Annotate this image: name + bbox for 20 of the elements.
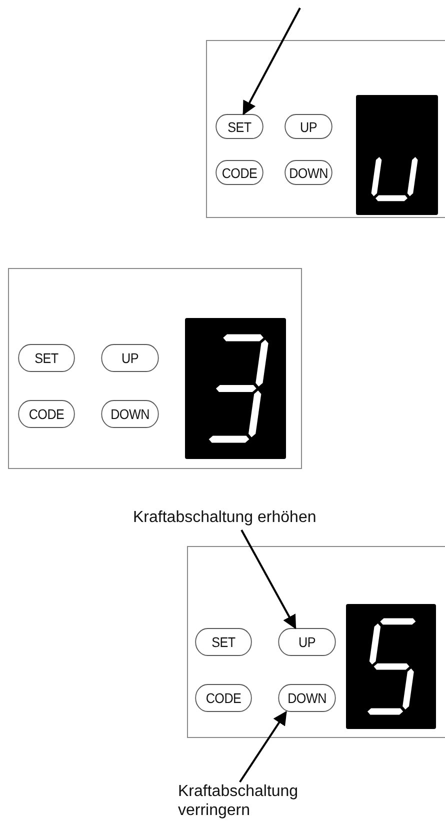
- panel-button: SET: [195, 628, 252, 656]
- panel-button: CODE: [18, 400, 75, 428]
- panel-button: DOWN: [284, 160, 332, 185]
- panel-button: UP: [278, 628, 336, 656]
- panel-button: UP: [284, 114, 332, 139]
- panel-button: SET: [18, 344, 75, 372]
- panel-button: CODE: [195, 684, 252, 712]
- callout-text: Kraftabschaltung verringern: [178, 782, 348, 824]
- arrow: [240, 530, 296, 630]
- control-panel: [187, 546, 445, 738]
- callout-text: Kraftabschaltung erhöhen: [133, 508, 338, 530]
- panel-button: DOWN: [101, 400, 159, 428]
- panel-button: SET: [216, 114, 264, 139]
- control-panel: [8, 268, 302, 469]
- panel-button: UP: [101, 344, 159, 372]
- control-panel: [206, 40, 445, 218]
- arrow: [239, 710, 287, 783]
- arrow: [242, 8, 301, 116]
- panel-button: CODE: [216, 160, 264, 185]
- panel-button: DOWN: [278, 684, 336, 712]
